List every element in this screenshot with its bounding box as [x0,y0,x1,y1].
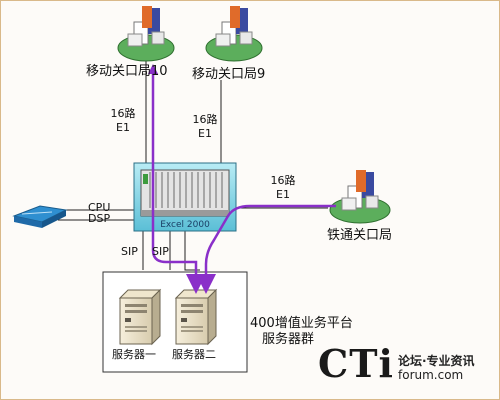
gateway3-label: 铁通关口局 [327,228,393,243]
logo-brand: CTi [318,341,394,386]
cpu-label: CPU [88,201,111,214]
call-path-gateway3-to-server2 [196,204,336,294]
server2-icon [174,288,218,346]
server1-icon [118,288,162,346]
up-arrow-head [148,64,158,74]
call-flow-arrows [151,70,336,294]
dsp-cpu-board-icon [12,205,68,228]
cti-logo: CTi [318,344,394,384]
logo-tagline: 论坛·专业资讯 [398,354,475,368]
platform-label-line2: 服务器群 [262,332,315,347]
sip-right-label: SIP [152,245,169,258]
gateway1-building-icon [117,6,175,62]
platform-label-line1: 400增值业务平台 [250,316,353,331]
switch-chassis-icon [133,162,237,232]
server2-label: 服务器二 [172,348,216,361]
link-g1-channels: 16路 [110,107,136,120]
link-g3-channels: 16路 [270,174,296,187]
link-g3-type: E1 [276,188,290,201]
gateway2-label: 移动关口局9 [192,67,266,82]
call-path-gateway1-to-server2 [151,70,206,294]
server1-label: 服务器一 [112,348,156,361]
link-g1-type: E1 [116,121,130,134]
gateway2-building-icon [205,6,263,62]
connection-lines [58,52,328,271]
gateway1-label: 移动关口局10 [86,64,168,79]
dsp-label: DSP [88,212,111,225]
sip-left-label: SIP [121,245,138,258]
link-g2-type: E1 [198,127,212,140]
link-g2-channels: 16路 [192,113,218,126]
switch-model-label: Excel 2000 [160,220,210,230]
link-sip-right-turn [184,230,200,271]
gateway3-building-icon [329,170,391,224]
logo-domain: forum.com [398,368,464,382]
